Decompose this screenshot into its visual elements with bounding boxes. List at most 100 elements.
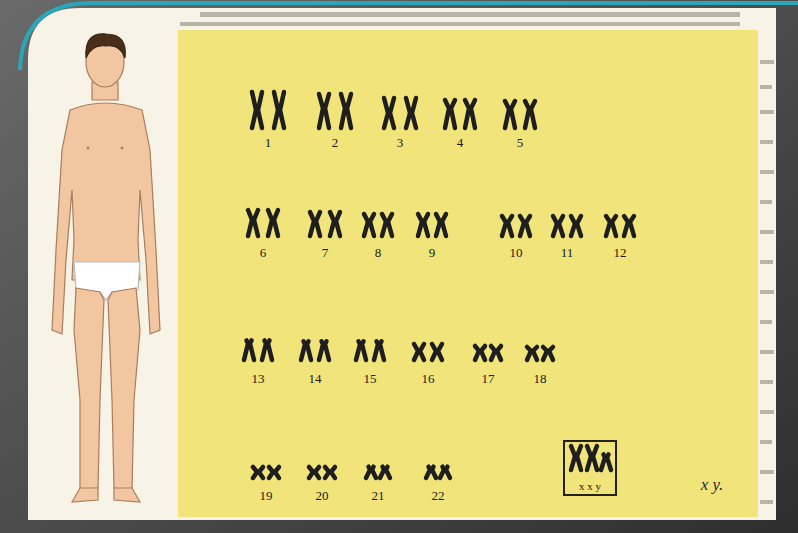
chromatid	[347, 94, 351, 128]
chromatid	[549, 347, 553, 360]
chromatid	[262, 340, 266, 360]
chromatid	[426, 467, 430, 478]
chromatid	[406, 98, 410, 128]
chromatid	[336, 212, 340, 236]
chromatid	[440, 467, 444, 478]
chromatid	[370, 214, 374, 236]
chromatid	[481, 346, 485, 360]
chromatid	[374, 341, 378, 360]
chromosome-number: 3	[397, 136, 404, 149]
chromosome-number: 4	[457, 136, 464, 149]
chromosome-number: 14	[309, 372, 322, 385]
sex-chromosome-box: x x y	[563, 440, 617, 496]
chromatid	[587, 446, 591, 470]
chromosome-number: 1	[265, 136, 272, 149]
chromatid	[315, 467, 319, 478]
chromatid	[432, 467, 436, 478]
chromatid	[372, 467, 376, 478]
chromatid	[414, 344, 418, 360]
chromosome-number: 17	[482, 372, 495, 385]
chromatid	[511, 101, 515, 128]
chromosome-number: 8	[375, 246, 382, 259]
chromatid	[356, 341, 360, 360]
chromosome-number: 16	[422, 372, 435, 385]
chromatid	[543, 347, 547, 360]
chromatid	[319, 341, 323, 360]
chromatid	[471, 100, 475, 128]
handwritten-note: x y.	[701, 476, 724, 493]
chromatid	[577, 446, 581, 470]
chromatid	[319, 94, 323, 128]
chromatid	[316, 212, 320, 236]
chromosome-number: 12	[614, 246, 627, 259]
chromosome-number: 6	[260, 246, 267, 259]
chromatid	[436, 214, 440, 236]
chromatid	[275, 467, 279, 478]
chromatid	[571, 216, 575, 236]
chromatid	[527, 347, 531, 360]
chromatid	[432, 344, 436, 360]
chromatid	[380, 341, 384, 360]
chromatid	[520, 216, 524, 236]
chromatid	[252, 92, 256, 128]
chromatid	[301, 341, 305, 360]
chromatid	[502, 216, 506, 236]
chromatid	[364, 214, 368, 236]
chromatid	[612, 216, 616, 236]
chromatid	[491, 346, 495, 360]
chromatid	[258, 92, 262, 128]
chromatid	[325, 341, 329, 360]
chromatid	[380, 467, 384, 478]
chromatid	[386, 467, 390, 478]
chromatid	[445, 100, 449, 128]
chromatid	[424, 214, 428, 236]
chromatid	[244, 340, 248, 360]
chromatid	[438, 344, 442, 360]
chromosome-number: 18	[534, 372, 547, 385]
chromatid	[571, 446, 575, 470]
chromosome-number: 2	[332, 136, 339, 149]
chromatid	[577, 216, 581, 236]
chromatid	[465, 100, 469, 128]
chromosome-number: 20	[316, 489, 329, 502]
chromosome-number: 9	[429, 246, 436, 259]
chromatid	[553, 216, 557, 236]
chromatid	[331, 467, 335, 478]
chromatid	[533, 347, 537, 360]
chromosome-number: 22	[432, 489, 445, 502]
chromosome-number: 5	[517, 136, 524, 149]
chromosome-number: 13	[252, 372, 265, 385]
chromatid	[446, 467, 450, 478]
chromatid	[325, 467, 329, 478]
chromatid	[362, 341, 366, 360]
chromatid	[253, 467, 257, 478]
chromatid	[248, 210, 252, 236]
chromosome-number: 21	[372, 489, 385, 502]
chromosome-number: 10	[510, 246, 523, 259]
chromatid	[268, 210, 272, 236]
chromatid	[559, 216, 563, 236]
chromatid	[384, 98, 388, 128]
chromatid	[325, 94, 329, 128]
chromatid	[505, 101, 509, 128]
chromosome-number: 15	[364, 372, 377, 385]
chromatid	[442, 214, 446, 236]
chromatid	[250, 340, 254, 360]
chromatid	[601, 454, 605, 470]
chromatid	[330, 212, 334, 236]
chromatid	[254, 210, 258, 236]
chromatid	[418, 214, 422, 236]
chromatid	[593, 446, 597, 470]
chromatid	[420, 344, 424, 360]
chromosome-set	[244, 92, 634, 478]
chromatid	[525, 101, 529, 128]
chromosome-number: 11	[561, 246, 574, 259]
chromatid	[268, 340, 272, 360]
chromosome-letters: x x y	[565, 481, 615, 492]
boy-figure	[52, 34, 160, 502]
chromatid	[274, 210, 278, 236]
chromatid	[274, 92, 278, 128]
